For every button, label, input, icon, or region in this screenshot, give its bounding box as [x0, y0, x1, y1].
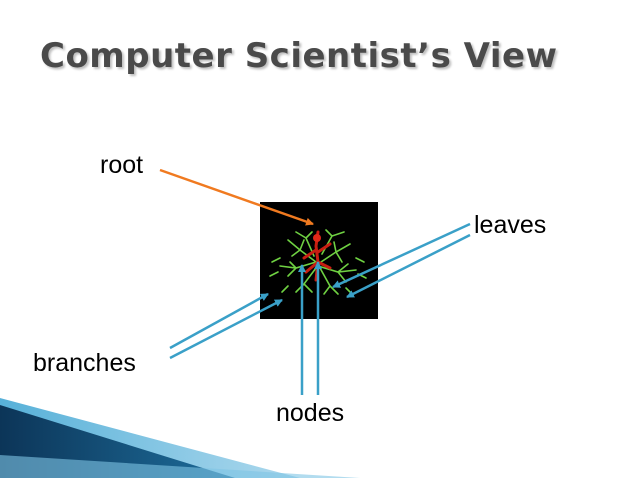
label-root: root — [100, 151, 143, 180]
label-nodes: nodes — [276, 399, 344, 428]
root-arrow — [160, 170, 313, 224]
label-leaves: leaves — [474, 211, 546, 240]
label-branches: branches — [33, 349, 136, 378]
branches-arrow-lower — [170, 300, 282, 358]
branches-arrow-upper — [170, 294, 268, 348]
